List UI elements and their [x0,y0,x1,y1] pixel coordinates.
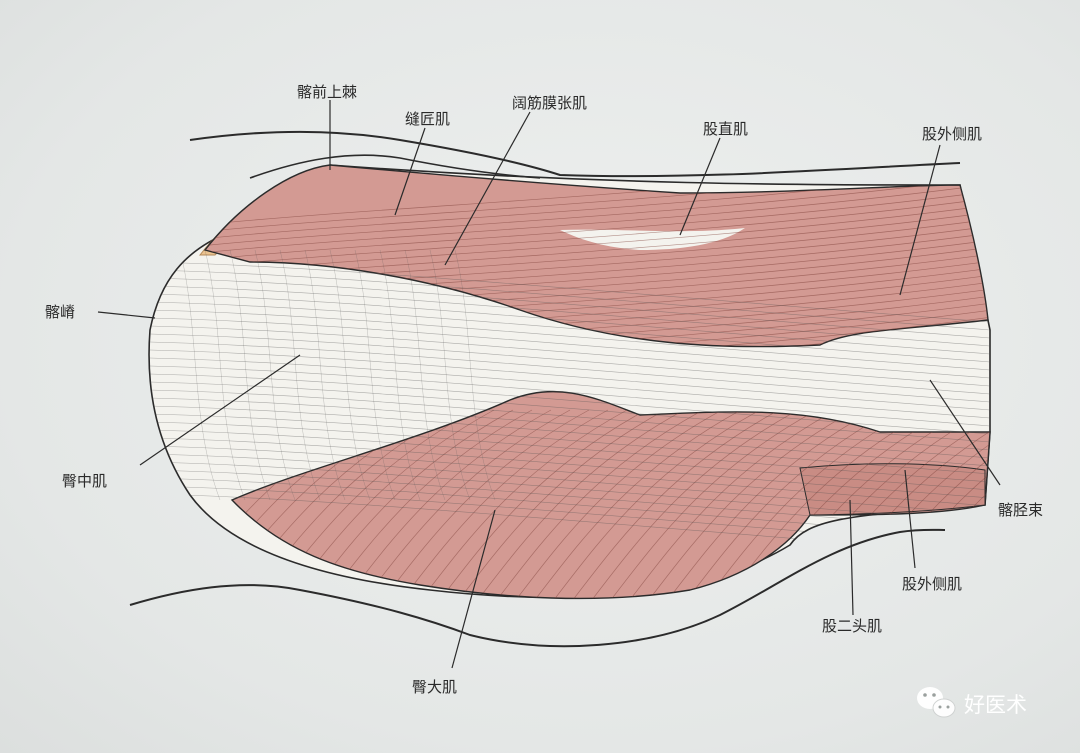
leader-gluteus-maximus [451,509,496,669]
muscle-fiber [492,409,704,599]
muscle-fiber [663,409,875,599]
muscle-fiber [229,249,271,501]
muscle-fiber [149,437,990,499]
muscle-fiber [149,269,990,331]
muscle-fiber [416,409,628,599]
muscle-fiber [149,453,990,515]
label-biceps-femoris: 股二头肌 [822,617,882,635]
muscle-fiber [149,461,990,523]
leader-biceps-femoris [849,499,854,616]
muscle-fiber [205,182,988,254]
muscle-fiber [606,409,818,599]
muscle-fiber [149,325,990,387]
label-sartorius: 缝匠肌 [405,110,450,128]
rectus-tendon-gap [560,228,745,250]
muscle-fiber [454,409,666,599]
muscle-fiber [354,249,396,501]
muscle-fiber [149,357,990,419]
muscle-fiber [435,409,647,599]
muscle-fiber [205,175,988,247]
muscle-fiber [149,333,990,395]
label-gluteus-medius: 臀中肌 [62,472,107,490]
biceps-femoris-muscle [799,463,986,516]
muscle-fiber [204,249,246,501]
muscle-fiber [149,429,990,491]
muscle-fiber [279,249,321,501]
muscle-fiber [530,409,742,599]
muscle-fiber [454,249,496,501]
muscle-fiber [149,373,990,435]
muscle-fiber [473,409,685,599]
muscle-fiber [587,409,799,599]
muscle-fiber [149,405,990,467]
leader-sartorius [394,127,426,216]
label-it-band: 髂胫束 [998,501,1043,519]
muscle-fiber [149,293,990,355]
skin-outline-top-inner [249,154,541,179]
muscle-fiber [568,409,780,599]
muscle-fiber [149,413,990,475]
muscle-fiber [404,249,446,501]
muscle-fiber [149,309,990,371]
muscle-fiber [149,317,990,379]
upper-muscle-group [203,164,989,348]
muscle-fiber [149,349,990,411]
muscle-fiber [549,409,761,599]
muscle-fiber [179,249,221,501]
muscle-fiber [682,409,894,599]
muscle-fiber [378,409,590,599]
muscle-fiber [205,308,988,347]
muscle-fiber [429,249,471,501]
muscle-fiber [149,341,990,403]
leader-it-band [929,379,1001,486]
muscle-fiber [644,409,856,599]
muscle-fiber [149,285,990,347]
label-vastus-lateralis-upper: 股外侧肌 [922,125,982,143]
muscle-fiber [149,277,990,339]
label-rectus-femoris: 股直肌 [703,120,748,138]
label-asis: 髂前上棘 [297,83,357,101]
muscle-fiber [149,365,990,427]
muscle-fiber [625,409,837,599]
muscle-fiber [149,261,990,323]
muscle-fiber [149,301,990,363]
leader-vastus-upper [899,144,941,296]
label-tfl: 阔筋膜张肌 [512,94,587,112]
leader-tfl [444,111,531,266]
leader-lines [97,100,1001,669]
muscle-fiber [149,469,990,531]
leader-gluteus-medius [139,354,301,466]
muscle-fiber [379,249,421,501]
leader-rectus-femoris [679,137,721,236]
muscle-fiber [149,381,990,443]
watermark-text: 好医术 [964,693,1027,717]
muscle-fiber [205,189,988,261]
muscle-fiber [329,249,371,501]
muscle-fiber [149,421,990,483]
leader-iliac-crest [97,311,156,319]
muscle-fiber [205,315,988,347]
label-iliac-crest: 髂嵴 [45,303,75,321]
muscle-fiber [701,409,913,599]
muscle-fiber [149,397,990,459]
skin-outline-top [189,130,961,178]
label-vastus-lateralis-lower: 股外侧肌 [902,575,962,593]
skin-outline-bottom [129,528,946,648]
muscle-fiber [397,409,609,599]
label-gluteus-maximus: 臀大肌 [412,678,457,696]
watermark: 好医术 [917,687,1027,718]
muscle-fiber [205,196,988,268]
muscle-fiber [149,445,990,507]
muscle-fiber [304,249,346,501]
muscle-fiber [511,409,723,599]
wechat-icon [917,687,956,718]
leader-vastus-lower [904,469,916,569]
muscle-fiber [149,389,990,451]
